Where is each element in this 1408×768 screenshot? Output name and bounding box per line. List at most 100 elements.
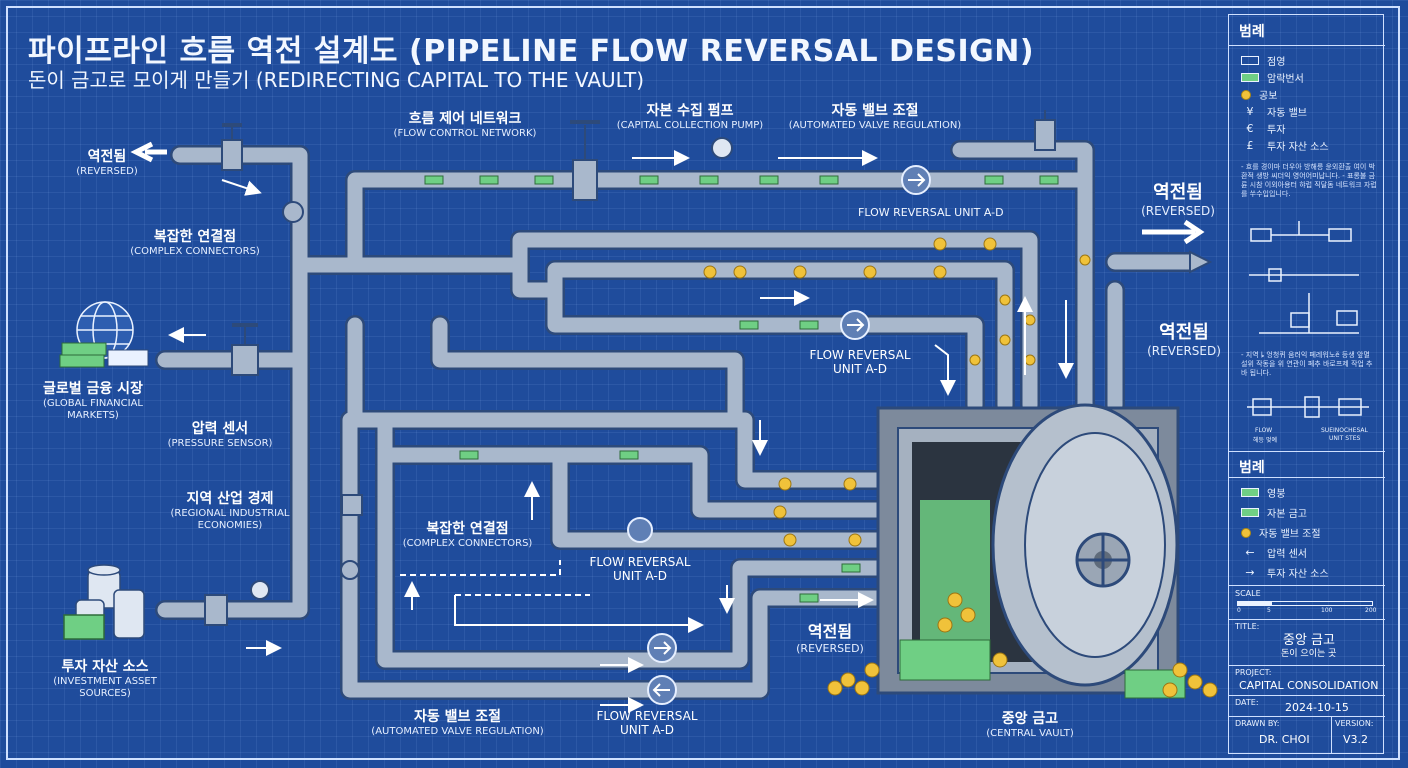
pipe-swatch: [1241, 56, 1259, 65]
valve-regulation-top-label: 자동 밸브 조절 (AUTOMATED VALVE REGULATION): [785, 100, 965, 132]
legend2-item: 자본 금고: [1241, 505, 1307, 520]
global-markets-ko: 글로벌 금융 시장: [43, 381, 143, 397]
legend1-item: 공보: [1241, 87, 1277, 102]
complex-conn-mid-en: (COMPLEX CONNECTORS): [402, 538, 533, 549]
complex-conn-left-en: (COMPLEX CONNECTORS): [130, 246, 260, 257]
euro-icon: €: [1246, 122, 1254, 135]
panel-note-1: - 흐를 경이마 더우아 방해릉 윤외환출 여이 박환적 생방 씨더익 영어어미…: [1241, 163, 1377, 198]
pressure-sensor-ko: 압력 센서: [191, 421, 249, 437]
version-label: VERSION:: [1335, 719, 1374, 728]
mini-diagram-label-3: SUEINOCHESAL: [1321, 427, 1368, 434]
reversed-bottom-en: (REVERSED): [796, 642, 864, 655]
valve-regulation-top-ko: 자동 밸브 조절: [831, 103, 919, 119]
legend2-item-label: 자동 밸브 조절: [1259, 529, 1321, 540]
scale-divider: [1229, 585, 1385, 586]
investment-ko: 투자 자산 소스: [61, 659, 149, 675]
pipe-fills: [157, 142, 1198, 698]
capital-pump-ko: 자본 수집 펌프: [646, 103, 734, 119]
legend2-item-label: 압력 센서: [1267, 549, 1307, 560]
flow-control-en: (FLOW CONTROL NETWORK): [393, 128, 537, 139]
drawing-frame: [6, 6, 1400, 760]
project-divider: [1229, 665, 1385, 666]
fru-low-line2: UNIT A-D: [613, 569, 667, 583]
legend2-title: 범례: [1239, 460, 1265, 476]
drawn-version-divider: [1331, 716, 1332, 754]
legend1-item: 점영: [1241, 53, 1285, 68]
fru-bottom-line2: UNIT A-D: [620, 723, 674, 737]
global-markets-label: 글로벌 금융 시장 (GLOBAL FINANCIAL MARKETS): [28, 378, 158, 422]
legend2-item: 영붕: [1241, 485, 1285, 500]
regional-economies-label: 지역 산업 경제 (REGIONAL INDUSTRIAL ECONOMIES): [160, 488, 300, 532]
panel-mini-diagrams: [1249, 221, 1359, 334]
complex-connectors-mid-label: 복잡한 연결점 (COMPLEX CONNECTORS): [400, 518, 535, 550]
legend1-item-label: 암락번서: [1267, 74, 1304, 85]
reversed-right-mid-ko: 역전됨: [1159, 322, 1209, 343]
reversed-label-ko: 역전됨: [87, 149, 127, 165]
scale-tick: 5: [1267, 607, 1271, 614]
legend1-divider: [1229, 45, 1385, 46]
fru-low-label: FLOW REVERSAL UNIT A-D: [585, 555, 695, 583]
central-vault-en: (CENTRAL VAULT): [986, 728, 1074, 739]
complex-conn-left-ko: 복잡한 연결점: [153, 229, 237, 245]
global-markets-en2: MARKETS): [67, 410, 119, 421]
fru-bottom-label: FLOW REVERSAL UNIT A-D: [592, 709, 702, 737]
database-stack-icon: [63, 564, 145, 640]
scale-label: SCALE: [1235, 589, 1261, 598]
reversed-right-mid-en: (REVERSED): [1147, 344, 1221, 358]
reversed-right-top-ko: 역전됨: [1153, 182, 1203, 203]
valve-reg-bottom-en: (AUTOMATED VALVE REGULATION): [371, 726, 544, 737]
valve-regulation-top-en: (AUTOMATED VALVE REGULATION): [788, 120, 962, 131]
scale-tick: 0: [1237, 607, 1241, 614]
reversed-label-bottom: 역전됨 (REVERSED): [780, 618, 880, 656]
legend2-item: →투자 자산 소스: [1241, 565, 1328, 580]
valves: [204, 110, 1056, 626]
scale-bar-fill: [1238, 602, 1272, 605]
investment-en1: (INVESTMENT ASSET: [53, 676, 157, 687]
drawn-by-label: DRAWN BY:: [1235, 719, 1280, 728]
legend2-item-label: 자본 금고: [1267, 509, 1307, 520]
legend1-item-label: 점영: [1267, 57, 1286, 68]
title-subvalue: 돈이 으이는 곳: [1281, 649, 1337, 659]
date-divider: [1229, 695, 1385, 696]
arrow-left-icon: ←: [1245, 546, 1255, 559]
scale-tick: 100: [1321, 607, 1333, 614]
capital-pump-label: 자본 수집 펌프 (CAPITAL COLLECTION PUMP): [605, 100, 775, 132]
regional-ko: 지역 산업 경제: [186, 491, 274, 507]
version-value: V3.2: [1343, 733, 1369, 746]
money-stack-icon: [59, 342, 149, 368]
flow-control-ko: 흐름 제어 네트워크: [408, 111, 522, 127]
legend1-item-label: 공보: [1259, 91, 1278, 102]
valve-reg-bottom-ko: 자동 밸브 조절: [413, 709, 502, 725]
fru-top-label: FLOW REVERSAL UNIT A-D: [858, 206, 1004, 219]
flow-arrows: [168, 150, 1074, 713]
pound-icon: £: [1246, 139, 1254, 152]
capital-pump-en: (CAPITAL COLLECTION PUMP): [616, 120, 764, 131]
yen-icon: ¥: [1246, 105, 1254, 118]
money-swatch: [1241, 73, 1259, 82]
legend1-item: £투자 자산 소스: [1241, 138, 1329, 153]
arrow-right-icon: →: [1245, 566, 1255, 579]
reversed-label-en: (REVERSED): [76, 166, 138, 177]
valve-regulation-bottom-label: 자동 밸브 조절 (AUTOMATED VALVE REGULATION): [365, 706, 550, 738]
coin-swatch: [1241, 89, 1251, 100]
vault-swatch: [1241, 508, 1259, 517]
panel-mini-diagram-2: [1247, 396, 1369, 418]
drawn-divider: [1229, 716, 1385, 717]
reversed-label-top-left: 역전됨 (REVERSED): [52, 146, 162, 178]
mini-diagram-label-2: 헤등 멎예: [1253, 437, 1277, 444]
regional-en1: (REGIONAL INDUSTRIAL: [170, 508, 290, 519]
reversed-right-top-en: (REVERSED): [1141, 204, 1215, 218]
reversed-label-right-mid: 역전됨 (REVERSED): [1136, 318, 1232, 359]
legend1-item: €투자: [1241, 121, 1286, 136]
money-bills: [424, 175, 1059, 603]
legend-panel: 범례 점영 암락번서 공보 ¥ 자동 밸브 €투자 £투자 자산 소스 - 흐를 …: [1228, 14, 1385, 754]
fru-bottom-line1: FLOW REVERSAL: [596, 709, 698, 723]
mini-diagram-label-1: FLOW: [1255, 427, 1273, 434]
legend2-item-label: 영붕: [1267, 489, 1286, 500]
complex-connectors-left-label: 복잡한 연결점 (COMPLEX CONNECTORS): [120, 226, 270, 258]
legend1-item-label: 자동 밸브: [1267, 108, 1307, 119]
scale-bar: [1237, 601, 1373, 606]
reversed-arrow-right: [1142, 219, 1205, 245]
project-value: CAPITAL CONSOLIDATION: [1239, 679, 1379, 692]
title-label: TITLE:: [1235, 622, 1260, 631]
